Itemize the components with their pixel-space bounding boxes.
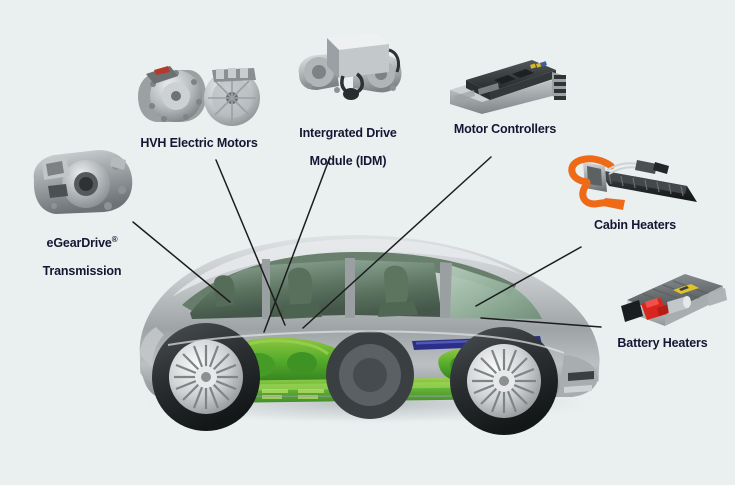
car-body-crease [167, 330, 565, 354]
callout-label-text-egeardrive: eGearDrive [46, 236, 112, 250]
callout-egeardrive[interactable]: eGearDrive® Transmission [12, 146, 152, 278]
callout-label-text-idm-line2: Module (IDM) [309, 154, 387, 168]
callout-label-hvh-electric-motors: HVH Electric Motors [140, 136, 258, 150]
callout-motor-controllers[interactable]: Motor Controllers [440, 52, 570, 136]
electric-motor-icon [134, 62, 264, 132]
callout-battery-heaters[interactable]: Battery Heaters [590, 270, 735, 350]
callout-label-battery-heaters: Battery Heaters [617, 336, 708, 350]
callout-cabin-heaters[interactable]: Cabin Heaters [560, 148, 710, 232]
wheel-mid [326, 331, 414, 419]
controller-icon [444, 52, 566, 118]
callout-label-motor-controllers: Motor Controllers [453, 122, 557, 136]
callout-label-integrated-drive-module: Intergrated Drive Module (IDM) [288, 112, 408, 168]
battery-heater-icon [599, 270, 727, 332]
electric-vehicle-cutaway [112, 205, 622, 435]
registered-mark: ® [111, 234, 118, 244]
car-rear-fascia [140, 327, 164, 367]
car-front-fascia [556, 355, 598, 397]
callout-label-text-idm-line1: Intergrated Drive [299, 126, 397, 140]
callout-hvh-electric-motors[interactable]: HVH Electric Motors [126, 62, 272, 150]
cabin-heater-icon [565, 148, 705, 214]
wheel-front [450, 327, 558, 435]
callout-integrated-drive-module[interactable]: Intergrated Drive Module (IDM) [288, 28, 408, 168]
callout-label-egeardrive: eGearDrive® Transmission [12, 222, 152, 278]
gearbox-icon [26, 146, 138, 218]
drive-module-icon [293, 28, 403, 108]
callout-label-cabin-heaters: Cabin Heaters [593, 218, 677, 232]
callout-label-text-egeardrive-line2: Transmission [42, 264, 122, 278]
wheel-rear [152, 323, 260, 431]
